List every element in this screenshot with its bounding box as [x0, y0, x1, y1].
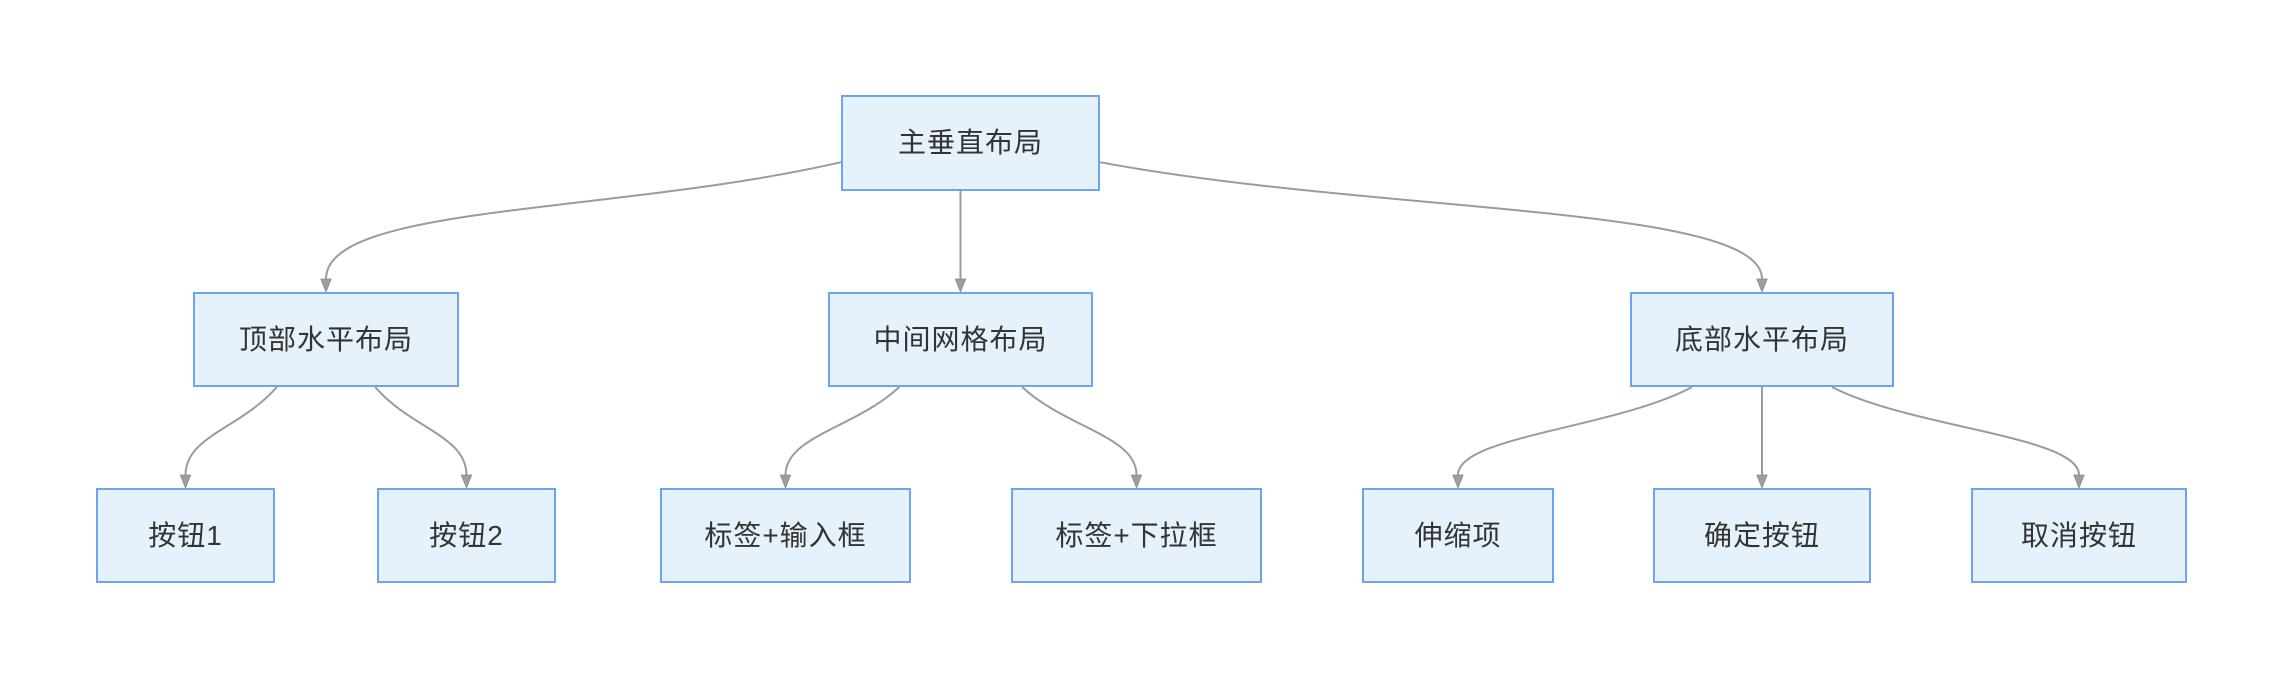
node-label: 底部水平布局 [1674, 323, 1849, 355]
node-label: 顶部水平布局 [238, 323, 413, 355]
node-button2[interactable]: 按钮2 [377, 488, 556, 583]
node-label: 伸缩项 [1414, 519, 1502, 551]
edge-top-horizontal-layout-to-button1 [186, 386, 278, 475]
node-cancel-button[interactable]: 取消按钮 [1971, 488, 2187, 583]
node-ok-button[interactable]: 确定按钮 [1653, 488, 1871, 583]
node-flex-item[interactable]: 伸缩项 [1362, 488, 1554, 583]
node-label: 确定按钮 [1703, 519, 1820, 551]
node-label: 主垂直布局 [897, 127, 1043, 159]
edge-bottom-horizontal-layout-to-flex-item [1458, 386, 1693, 475]
node-label: 按钮2 [429, 519, 504, 551]
node-main-vertical-layout[interactable]: 主垂直布局 [841, 95, 1100, 191]
edge-main-vertical-layout-to-top-horizontal-layout [326, 161, 842, 279]
node-label: 标签+下拉框 [1055, 519, 1218, 551]
node-label-input[interactable]: 标签+输入框 [660, 488, 911, 583]
node-label: 按钮1 [148, 519, 223, 551]
node-middle-grid-layout[interactable]: 中间网格布局 [828, 292, 1093, 387]
node-button1[interactable]: 按钮1 [96, 488, 275, 583]
edge-main-vertical-layout-to-bottom-horizontal-layout [1099, 161, 1762, 279]
node-label: 取消按钮 [2020, 519, 2137, 551]
node-label: 标签+输入框 [704, 519, 867, 551]
node-bottom-horizontal-layout[interactable]: 底部水平布局 [1630, 292, 1894, 387]
edge-top-horizontal-layout-to-button2 [374, 386, 466, 475]
edge-bottom-horizontal-layout-to-cancel-button [1831, 386, 2079, 475]
edge-middle-grid-layout-to-label-dropdown [1021, 386, 1136, 475]
node-top-horizontal-layout[interactable]: 顶部水平布局 [193, 292, 459, 387]
node-label: 中间网格布局 [873, 323, 1048, 355]
edge-middle-grid-layout-to-label-input [786, 386, 900, 475]
node-label-dropdown[interactable]: 标签+下拉框 [1011, 488, 1262, 583]
